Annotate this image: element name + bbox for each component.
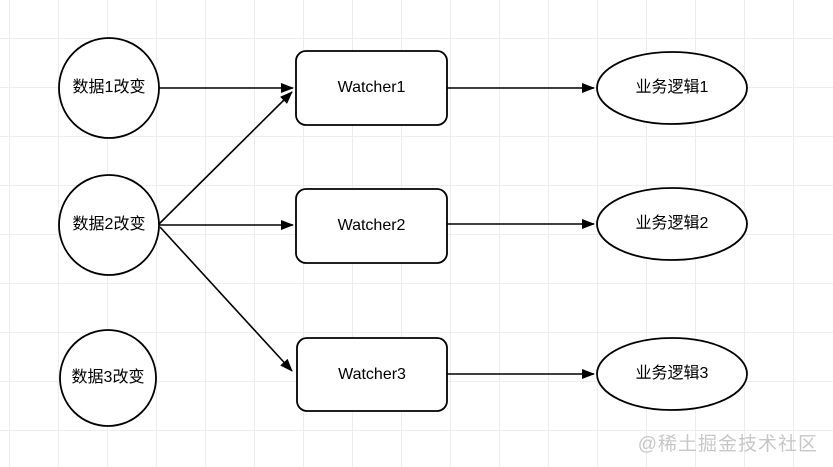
node-data3-shape [59, 329, 157, 427]
node-logic2-shape [596, 187, 748, 261]
edge-data2-watcher3 [159, 226, 293, 372]
edge-group [158, 83, 595, 379]
edge-data2-watcher1 [158, 91, 293, 225]
watermark-text: @稀土掘金技术社区 [637, 434, 818, 455]
node-data1-shape [58, 37, 160, 139]
node-logic1-shape [596, 51, 748, 125]
node-data2-shape [58, 174, 160, 276]
node-watcher1-shape [295, 50, 448, 126]
node-watcher3-shape [296, 337, 448, 412]
node-logic3-shape [596, 337, 748, 411]
node-watcher2-shape [295, 188, 448, 264]
node-group [58, 37, 748, 427]
